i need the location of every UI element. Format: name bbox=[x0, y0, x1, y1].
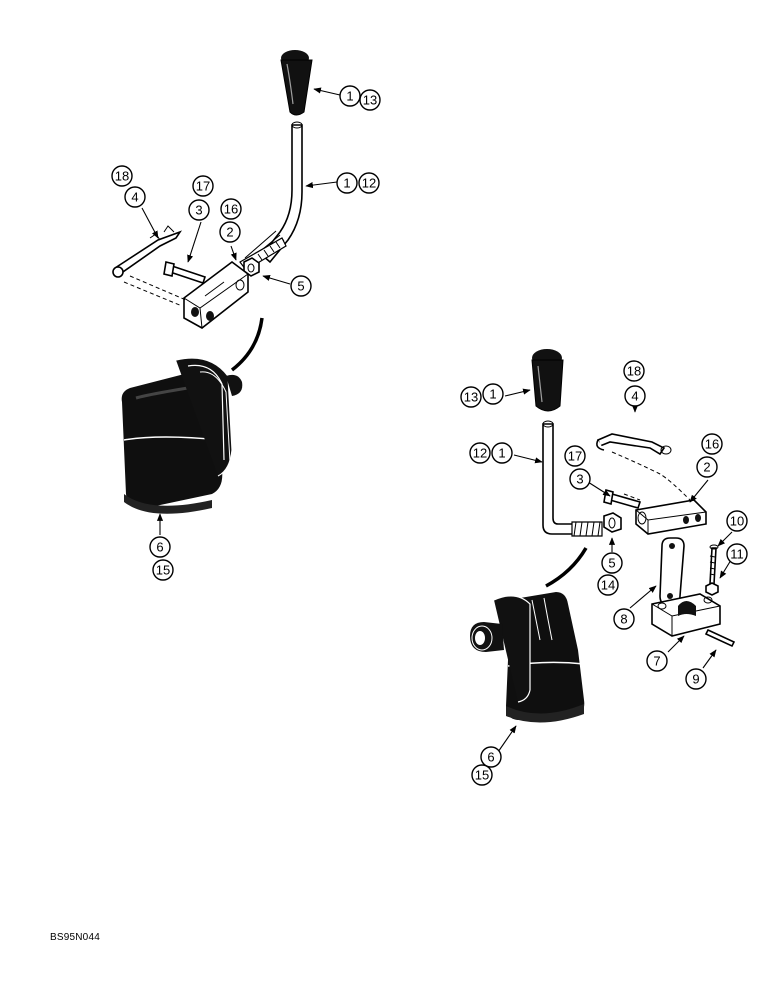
left-clip-path bbox=[123, 281, 183, 307]
callout-left-4: 4 bbox=[124, 186, 146, 208]
right-shift-knob bbox=[531, 349, 564, 412]
callout-left-1a: 1 bbox=[339, 85, 361, 107]
left-clevis bbox=[183, 261, 249, 329]
right-bolt bbox=[709, 544, 719, 585]
svg-text:5: 5 bbox=[608, 556, 615, 571]
svg-text:12: 12 bbox=[473, 446, 487, 461]
svg-text:14: 14 bbox=[601, 578, 615, 593]
callout-left-15: 15 bbox=[152, 559, 174, 581]
left-assembly: 1 13 1 12 18 4 17 3 16 2 5 6 15 bbox=[111, 50, 381, 581]
callout-right-8: 8 bbox=[613, 608, 635, 630]
callout-right-5: 5 bbox=[601, 552, 623, 574]
left-shift-knob bbox=[280, 50, 313, 116]
callout-right-11: 11 bbox=[726, 543, 748, 565]
svg-text:2: 2 bbox=[226, 225, 233, 240]
svg-text:2: 2 bbox=[703, 460, 710, 475]
callout-right-17: 17 bbox=[564, 445, 586, 467]
callout-right-12: 12 bbox=[469, 442, 491, 464]
svg-text:4: 4 bbox=[131, 190, 138, 205]
callout-left-3: 3 bbox=[188, 199, 210, 221]
callout-right-2: 2 bbox=[696, 456, 718, 478]
callout-right-7: 7 bbox=[646, 650, 668, 672]
callout-right-14: 14 bbox=[597, 574, 619, 596]
svg-text:8: 8 bbox=[620, 612, 627, 627]
svg-text:1: 1 bbox=[346, 89, 353, 104]
right-clevis bbox=[635, 499, 707, 535]
svg-text:17: 17 bbox=[568, 449, 582, 464]
callout-right-1a: 1 bbox=[482, 383, 504, 405]
svg-text:11: 11 bbox=[730, 547, 744, 562]
right-assembly-arrow bbox=[545, 547, 588, 588]
svg-text:15: 15 bbox=[156, 563, 170, 578]
svg-text:3: 3 bbox=[195, 203, 202, 218]
right-pin-path bbox=[623, 493, 641, 501]
svg-text:3: 3 bbox=[576, 472, 583, 487]
svg-text:5: 5 bbox=[297, 279, 304, 294]
callout-left-5: 5 bbox=[290, 275, 312, 297]
callout-left-16: 16 bbox=[220, 198, 242, 220]
svg-text:10: 10 bbox=[730, 514, 744, 529]
svg-text:6: 6 bbox=[156, 540, 163, 555]
callout-right-1b: 1 bbox=[491, 442, 513, 464]
svg-text:12: 12 bbox=[362, 176, 376, 191]
svg-text:18: 18 bbox=[627, 364, 641, 379]
svg-text:15: 15 bbox=[475, 768, 489, 783]
right-roll-pin bbox=[704, 628, 736, 648]
callout-right-15: 15 bbox=[471, 764, 493, 786]
callout-right-13: 13 bbox=[460, 386, 482, 408]
callout-right-6: 6 bbox=[480, 746, 502, 768]
svg-text:13: 13 bbox=[363, 93, 377, 108]
callout-left-13: 13 bbox=[359, 89, 381, 111]
callout-right-3: 3 bbox=[569, 468, 591, 490]
callout-right-18: 18 bbox=[623, 360, 645, 382]
svg-text:6: 6 bbox=[487, 750, 494, 765]
svg-text:1: 1 bbox=[498, 446, 505, 461]
callout-left-2: 2 bbox=[219, 221, 241, 243]
right-shift-lever bbox=[542, 420, 603, 537]
right-nut bbox=[603, 512, 622, 533]
right-pin bbox=[603, 488, 642, 509]
right-lock-nut bbox=[705, 582, 719, 596]
callout-right-4: 4 bbox=[624, 385, 646, 407]
svg-text:13: 13 bbox=[464, 390, 478, 405]
svg-text:18: 18 bbox=[115, 169, 129, 184]
callout-left-18: 18 bbox=[111, 165, 133, 187]
left-pin bbox=[163, 261, 207, 285]
callout-left-12: 12 bbox=[358, 172, 380, 194]
right-boot bbox=[470, 592, 585, 723]
callout-right-10: 10 bbox=[726, 510, 748, 532]
callout-left-6: 6 bbox=[149, 536, 171, 558]
left-shift-lever bbox=[239, 121, 303, 271]
svg-text:4: 4 bbox=[631, 389, 638, 404]
left-assembly-arrow bbox=[230, 317, 264, 372]
svg-text:9: 9 bbox=[692, 672, 699, 687]
svg-text:16: 16 bbox=[705, 437, 719, 452]
right-bracket bbox=[651, 593, 721, 637]
svg-text:16: 16 bbox=[224, 202, 238, 217]
right-clip bbox=[596, 433, 672, 456]
right-link bbox=[659, 537, 685, 605]
svg-text:7: 7 bbox=[653, 654, 660, 669]
svg-text:17: 17 bbox=[196, 179, 210, 194]
callout-left-1b: 1 bbox=[336, 172, 358, 194]
svg-text:1: 1 bbox=[489, 387, 496, 402]
drawing-reference-code: BS95N044 bbox=[50, 932, 100, 943]
svg-text:1: 1 bbox=[343, 176, 350, 191]
left-pin-path bbox=[129, 275, 187, 301]
callout-right-9: 9 bbox=[685, 668, 707, 690]
callout-right-16: 16 bbox=[701, 433, 723, 455]
callout-left-17: 17 bbox=[192, 175, 214, 197]
left-boot bbox=[121, 357, 243, 514]
right-clip-path bbox=[611, 451, 691, 501]
right-assembly: 13 1 18 4 12 1 17 3 16 2 10 5 14 11 8 7 … bbox=[460, 349, 748, 786]
